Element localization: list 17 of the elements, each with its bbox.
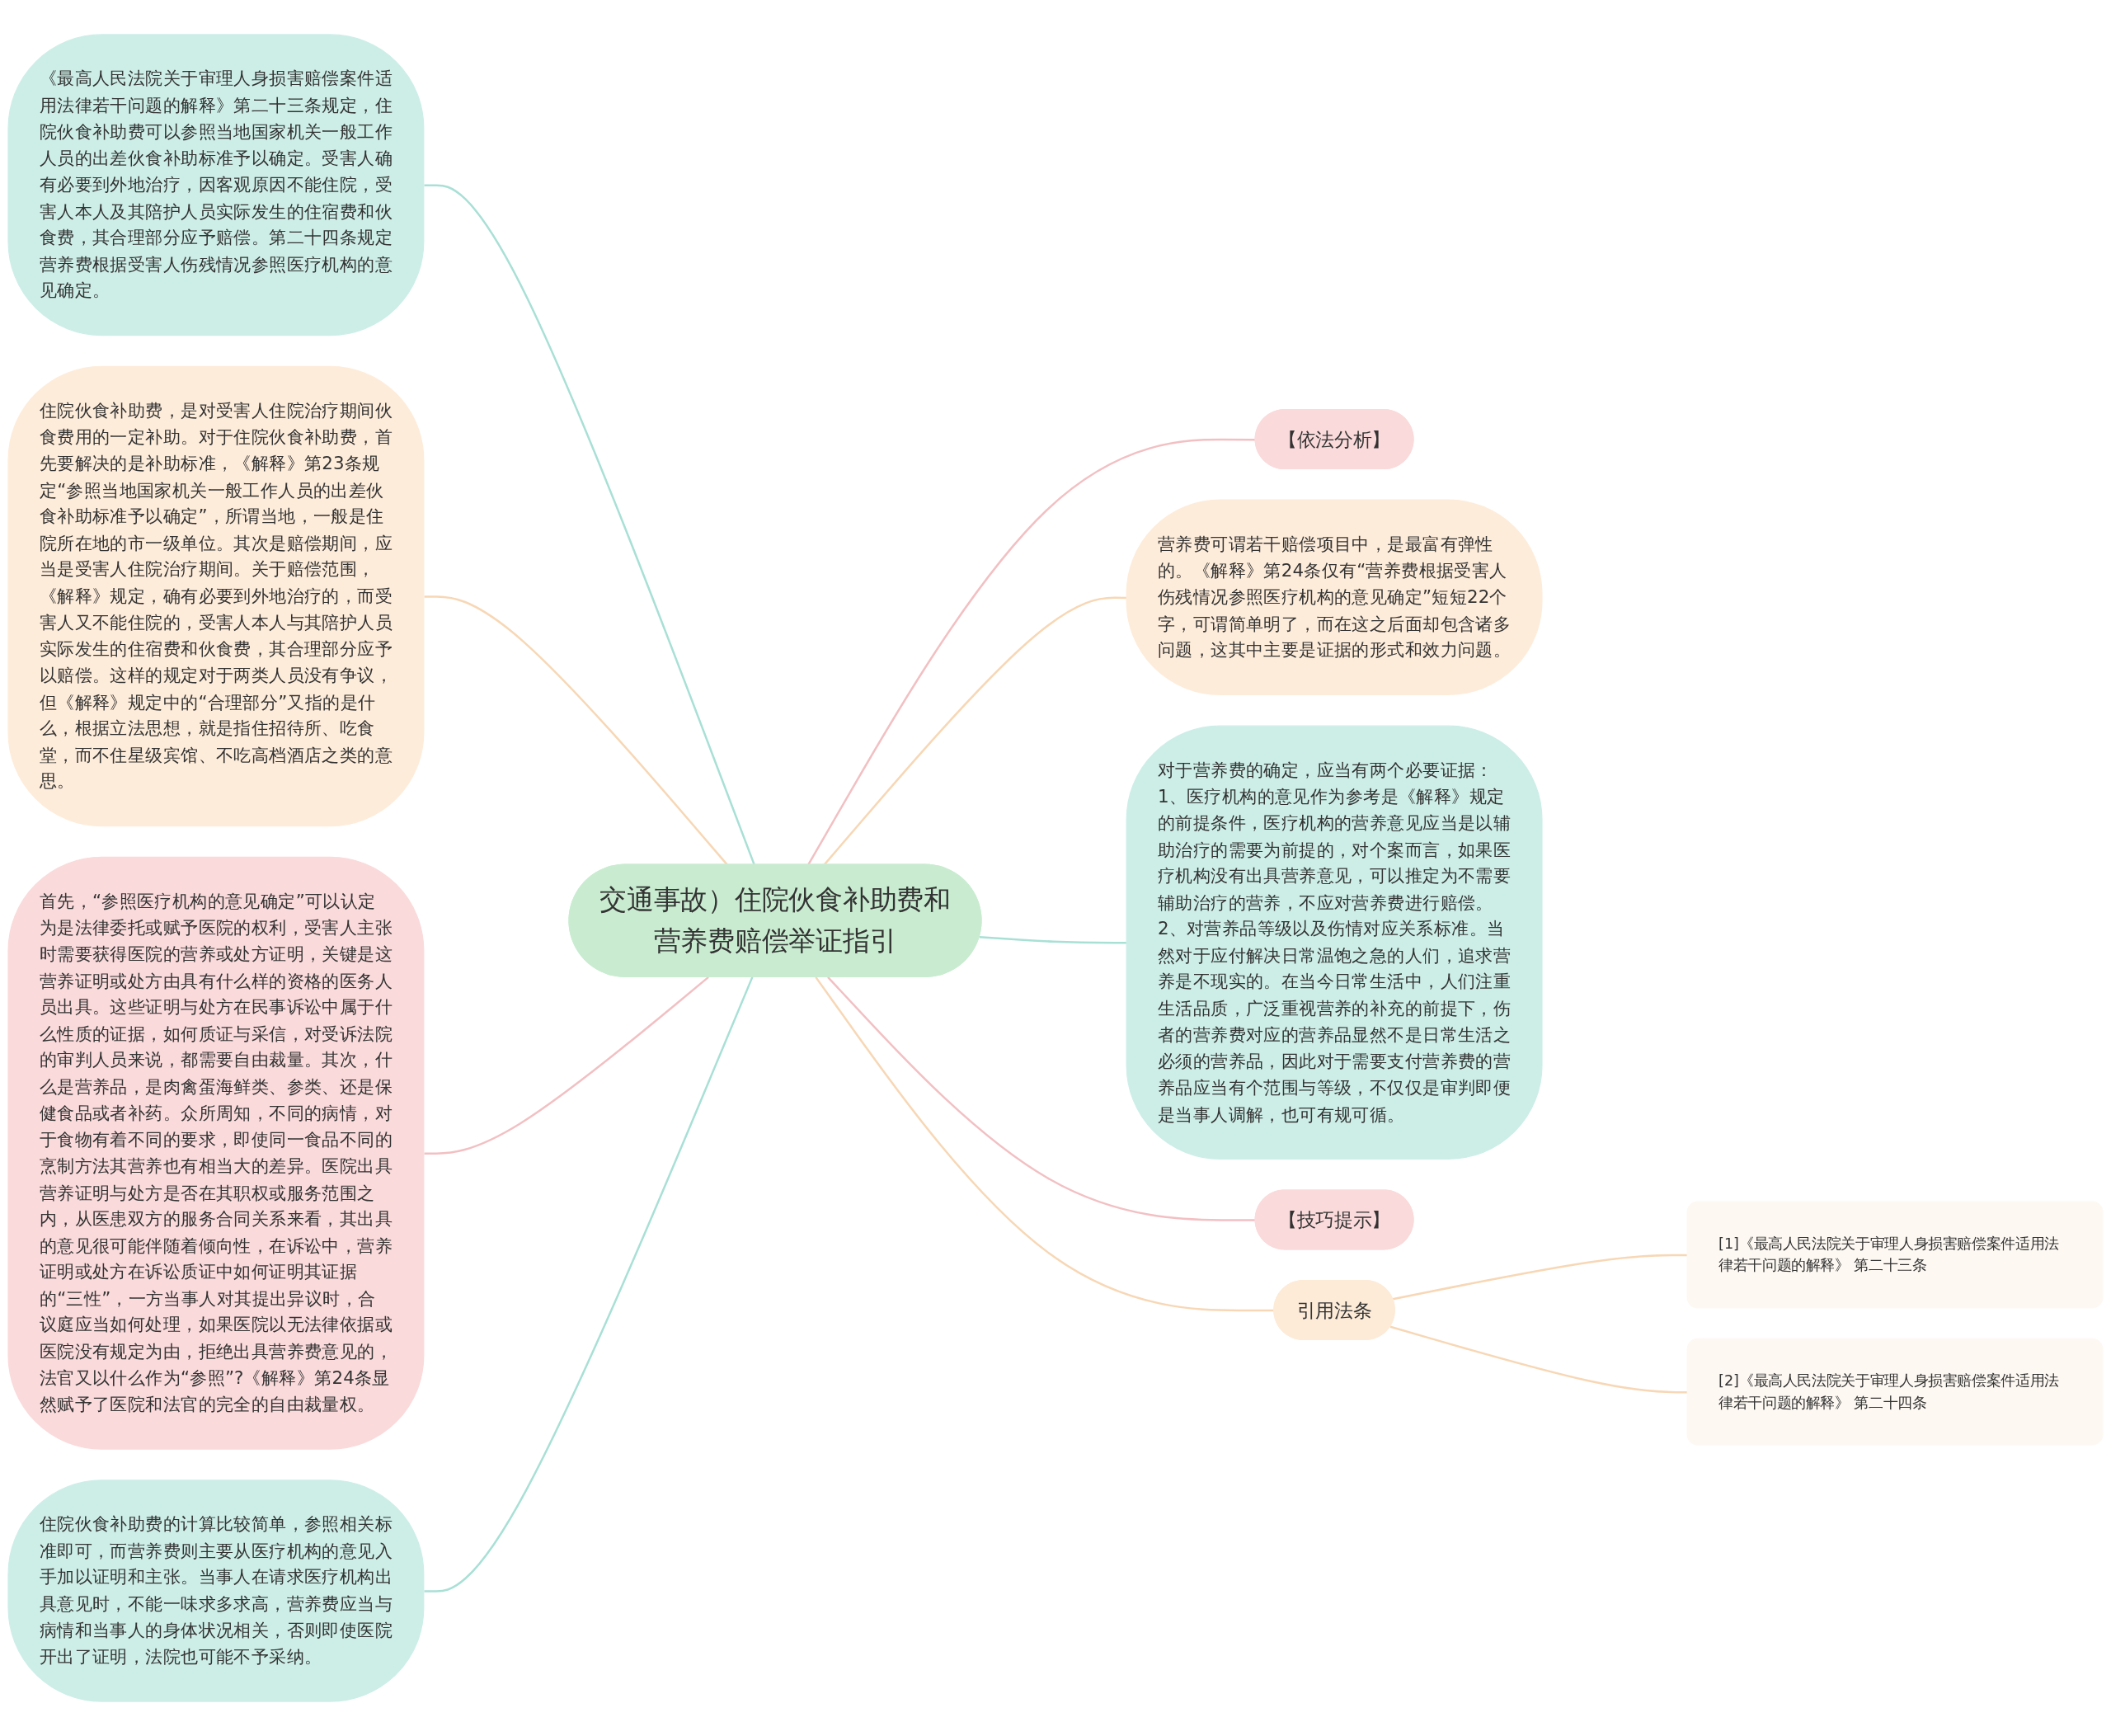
node-box: 对于营养费的确定，应当有两个必要证据：1、医疗机构的意见作为参考是《解释》规定的前提条件，医疗机构的营养意见应当是以辅助治疗的需要为前提的，对个案而言，如果医疗机构没有出具营养意见，可以推定为不需要辅助治疗的营养，不应对营养费进行赔偿。2、对营养品等级以及伤情对应关系标准。当然对于应付解决日常温饱之急的人们，追求营养是不现实的。在当今日常生活中，人们注重生活品质，广泛重视营养的补充的前提下，伤者的营养费对应的营养品显然不是日常生活之必须的营养品，因此对于需要支付营养费的营养品应当有个范围与等级，不仅仅是审判即便是当事人调解，也可有规可循。 xyxy=(1126,725,1543,1160)
connector xyxy=(823,596,1127,866)
connector xyxy=(1389,1325,1688,1394)
connector xyxy=(424,976,754,1593)
connector xyxy=(1392,1254,1688,1301)
node-box: [1]《最高人民法院关于审理人身损害赔偿案件适用法律若干问题的解释》 第二十三条 xyxy=(1686,1201,2104,1309)
connector xyxy=(827,976,1256,1221)
connector xyxy=(424,595,729,866)
connector xyxy=(424,184,756,866)
node-box: [2]《最高人民法院关于审理人身损害赔偿案件适用法律若干问题的解释》 第二十四条 xyxy=(1686,1338,2104,1446)
connector xyxy=(815,976,1275,1312)
node-box: 住院伙食补助费，是对受害人住院治疗期间伙食费用的一定补助。对于住院伙食补助费，首先要解决的是补助标准，《解释》第23条规定“参照当地国家机关一般工作人员的出差伙食补助标准予以确定”，所谓当地，一般是住院所在地的市一级单位。其次是赔偿期间，应当是受害人住院治疗期间。关于赔偿范围，《解释》规定，确有必要到外地治疗的，而受害人又不能住院的，受害人本人与其陪护人员实际发生的住宿费和伙食费，其合理部分应予以赔偿。这样的规定对于两类人员没有争议，但《解释》规定中的“合理部分”又指的是什么，根据立法思想，就是指住招待所、吃食堂，而不住星级宾馆、不吃高档酒店之类的意思。 xyxy=(7,365,425,827)
node-box: 《最高人民法院关于审理人身损害赔偿案件适用法律若干问题的解释》第二十三条规定，住院伙食补助费可以参照当地国家机关一般工作人员的出差伙食补助标准予以确定。受害人确有必要到外地治疗，因客观原因不能住院，受害人本人及其陪护人员实际发生的住宿费和伙食费，其合理部分应予赔偿。第二十四条规定营养费根据受害人伤残情况参照医疗机构的意见确定。 xyxy=(7,34,425,336)
connector xyxy=(424,976,709,1155)
connector xyxy=(806,438,1256,866)
connector xyxy=(979,935,1127,944)
node-box: 首先，“参照医疗机构的意见确定”可以认定为是法律委托或赋予医院的权利，受害人主张时需要获得医院的营养或处方证明，关键是这营养证明或处方由具有什么样的资格的医务人员出具。这些证明与处方在民事诉讼中属于什么性质的证据，如何质证与采信，对受诉法院的审判人员来说，都需要自由裁量。其次，什么是营养品，是肉禽蛋海鲜类、参类、还是保健食品或者补药。众所周知，不同的病情，对于食物有着不同的要求，即使同一食品不同的烹制方法其营养也有相当大的差异。医院出具营养证明与处方是否在其职权或服务范围之内，从医患双方的服务合同关系来看，其出具的意见很可能伴随着倾向性，在诉讼中，营养证明或处方在诉讼质证中如何证明其证据的“三性”，一方当事人对其提出异议时，合议庭应当如何处理，如果医院以无法律依据或医院没有规定为由，拒绝出具营养费意见的，法官又以什么作为“参照”?《解释》第24条显然赋予了医院和法官的完全的自由裁量权。 xyxy=(7,856,425,1450)
